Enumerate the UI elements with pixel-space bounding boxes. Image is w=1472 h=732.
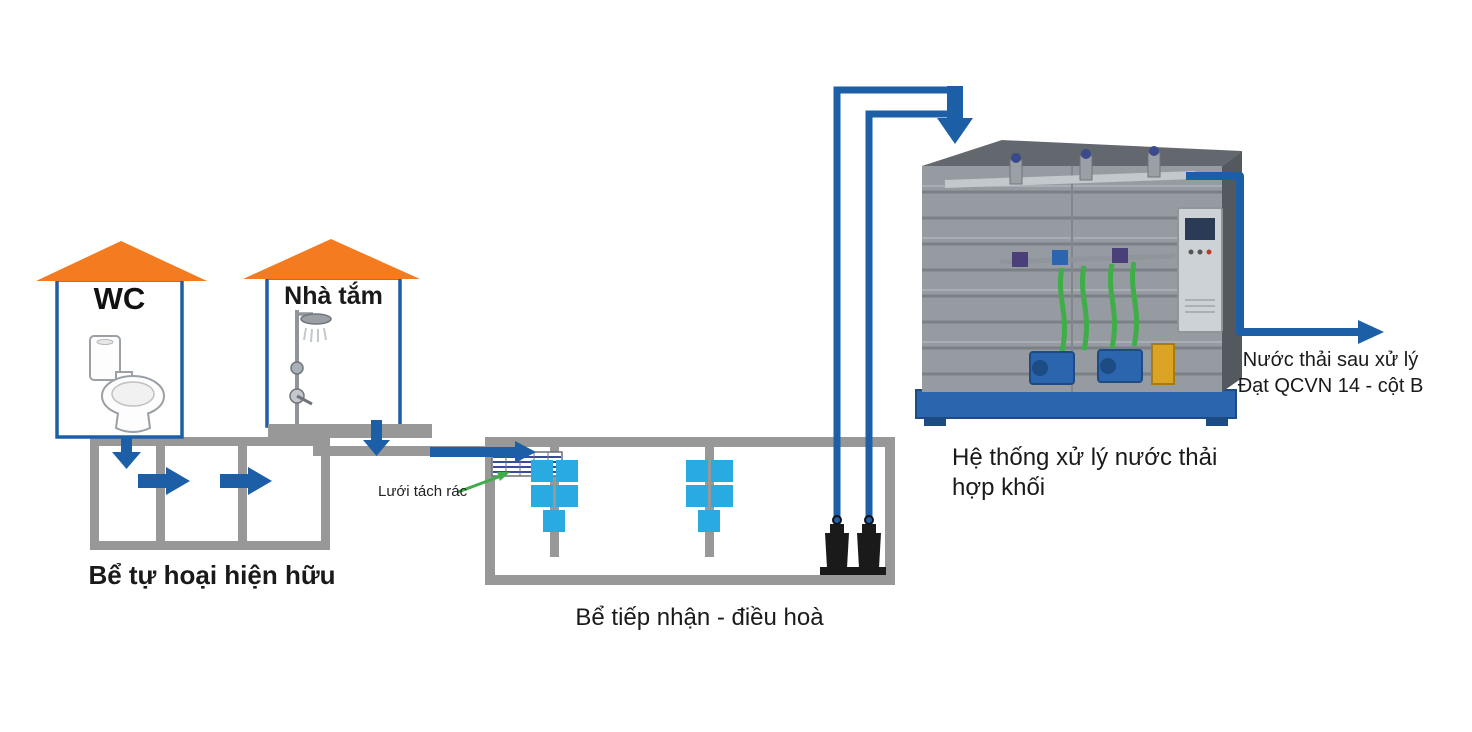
treatment-system-label-line2: hợp khối — [952, 474, 1046, 501]
treatment-unit — [915, 140, 1242, 426]
receiving-left-wall — [485, 437, 495, 585]
effluent-pipe — [1186, 172, 1384, 344]
inflow-down-arrow — [937, 86, 973, 144]
shower-icon — [289, 310, 332, 424]
diffuser-cluster-1 — [531, 460, 578, 532]
wc-label: WC — [93, 281, 146, 316]
treatment-system-label-line1: Hệ thống xử lý nước thải — [952, 444, 1218, 471]
septic-tank-label: Bể tự hoại hiện hữu — [88, 560, 336, 590]
unit-top-piping — [944, 146, 1196, 188]
unit-control-cabinet — [1177, 207, 1223, 333]
bathroom-outflow-arrow — [363, 420, 390, 456]
unit-green-hoses — [1057, 261, 1139, 353]
septic-divider-1 — [156, 437, 165, 541]
submersible-pump-2 — [852, 515, 886, 575]
unit-mid-piping — [999, 248, 1176, 267]
septic-left-wall — [90, 437, 99, 550]
wc-house-roof — [36, 241, 207, 281]
septic-bottom-wall — [90, 541, 330, 550]
septic-tank — [90, 437, 330, 550]
unit-pump-1 — [1029, 351, 1075, 385]
diffuser-cluster-2 — [686, 460, 733, 532]
screen-pointer-arrow — [457, 472, 510, 494]
receiving-divider-2 — [705, 447, 714, 557]
treatment-system-label: Hệ thống xử lý nước thải hợp khối — [952, 443, 1262, 503]
unit-pump-yellow — [1151, 343, 1175, 385]
bathroom-house — [243, 239, 432, 438]
effluent-label-line1: Nước thải sau xử lý — [1242, 349, 1419, 371]
receiving-tank-label: Bể tiếp nhận - điều hoà — [575, 604, 824, 631]
receiving-top-wall — [485, 437, 895, 447]
septic-flow-arrow-1 — [138, 467, 190, 495]
bathroom-floor — [268, 424, 432, 438]
wc-house — [36, 241, 207, 439]
wc-outflow-arrow — [112, 437, 141, 469]
effluent-label-line2: Đạt QCVN 14 - cột B — [1237, 375, 1424, 397]
unit-base-frame — [915, 389, 1237, 419]
receiving-divider-1 — [550, 447, 559, 557]
septic-outlet-pipe — [313, 446, 495, 456]
receiving-tank — [485, 437, 895, 585]
septic-right-wall — [321, 437, 330, 550]
inlet-flow-arrow — [430, 441, 536, 463]
receiving-bottom-wall — [485, 575, 895, 585]
bathroom-house-roof — [243, 239, 420, 279]
unit-foot-left — [924, 418, 946, 426]
receiving-right-wall — [885, 437, 895, 585]
bathroom-label: Nhà tắm — [284, 282, 383, 310]
unit-pump-2 — [1097, 349, 1143, 383]
septic-flow-arrow-2 — [220, 467, 272, 495]
septic-top-wall — [90, 437, 330, 446]
septic-divider-2 — [238, 437, 247, 541]
trash-screen-label: Lưới tách rác — [378, 483, 468, 500]
submersible-pump-1 — [820, 515, 854, 575]
effluent-label: Nước thải sau xử lý Đạt QCVN 14 - cột B — [1213, 347, 1448, 399]
unit-foot-right — [1206, 418, 1228, 426]
toilet-icon — [89, 335, 165, 433]
riser-pipes — [833, 86, 948, 540]
